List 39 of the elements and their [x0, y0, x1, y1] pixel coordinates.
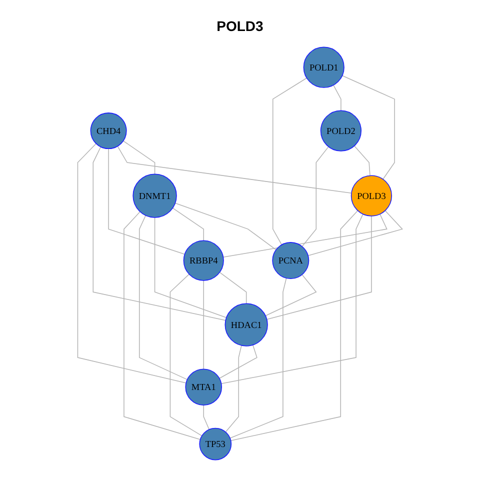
connector [308, 210, 403, 256]
node-circle: POLD2 [320, 110, 362, 151]
connector [92, 146, 226, 320]
connector [124, 210, 201, 440]
connector [117, 145, 352, 193]
connector [77, 142, 186, 383]
connector [122, 140, 156, 174]
connector [220, 213, 364, 384]
connector [219, 271, 247, 304]
node-circle: POLD1 [303, 46, 344, 88]
node-circle: DNMT1 [132, 173, 177, 218]
connector [203, 404, 210, 430]
node-circle: HDAC1 [224, 302, 268, 346]
connector [225, 344, 242, 432]
chart-title: POLD3 [216, 18, 264, 36]
node-circle: POLD3 [350, 174, 392, 216]
connector [203, 280, 204, 369]
connector [108, 148, 186, 254]
connector [342, 74, 395, 180]
connector [172, 207, 204, 240]
node-circle: CHD4 [90, 112, 127, 149]
connector [230, 210, 358, 441]
node-circle: RBBP4 [183, 240, 224, 280]
connector [266, 215, 372, 320]
connector [302, 146, 329, 246]
connector [174, 202, 276, 250]
connector [265, 274, 317, 316]
connector [230, 277, 287, 438]
connector [333, 84, 342, 110]
node-circle: PCNA [272, 242, 310, 279]
connector [354, 145, 370, 176]
node-circle: TP53 [199, 427, 232, 460]
connector [139, 214, 188, 380]
connector [272, 77, 308, 245]
node-circle: MTA1 [185, 368, 222, 405]
connector [222, 213, 388, 258]
connector [154, 216, 227, 318]
connector [218, 344, 258, 378]
connector [170, 273, 202, 436]
